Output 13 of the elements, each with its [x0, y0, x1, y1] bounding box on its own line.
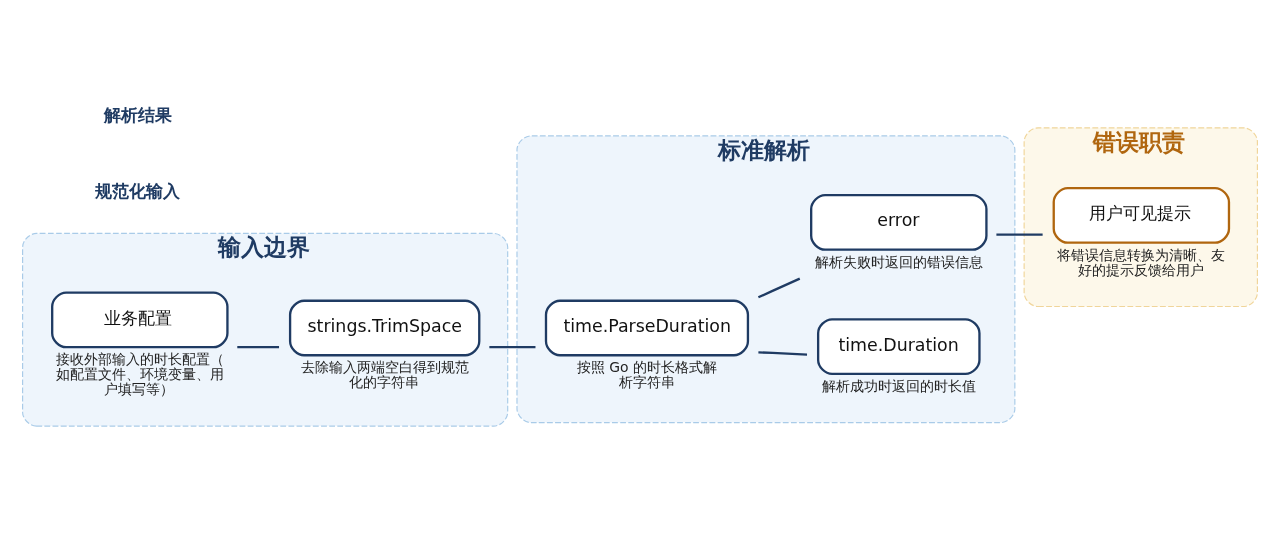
- node-label: 去除输入两端空白得到规范化的字符串: [300, 359, 469, 391]
- connector: [758, 351, 808, 356]
- node-label: 按照 Go 的时长格式解析字符串: [576, 359, 717, 391]
- connector: [996, 233, 1043, 236]
- label: 解析结果: [103, 105, 172, 126]
- node-label: 解析失败时返回的错误信息: [814, 253, 983, 270]
- connector: [489, 346, 536, 349]
- node-label: 将错误信息转换为清晰、友好的提示反馈给用户: [1057, 246, 1226, 278]
- node-label: 解析成功时返回的时长值: [821, 377, 976, 394]
- label: 规范化输入: [95, 180, 181, 201]
- connector: [237, 346, 280, 349]
- node-label: 接收外部输入的时长配置（如配置文件、环境变量、用户填写等）: [55, 351, 224, 398]
- connector: [757, 277, 801, 299]
